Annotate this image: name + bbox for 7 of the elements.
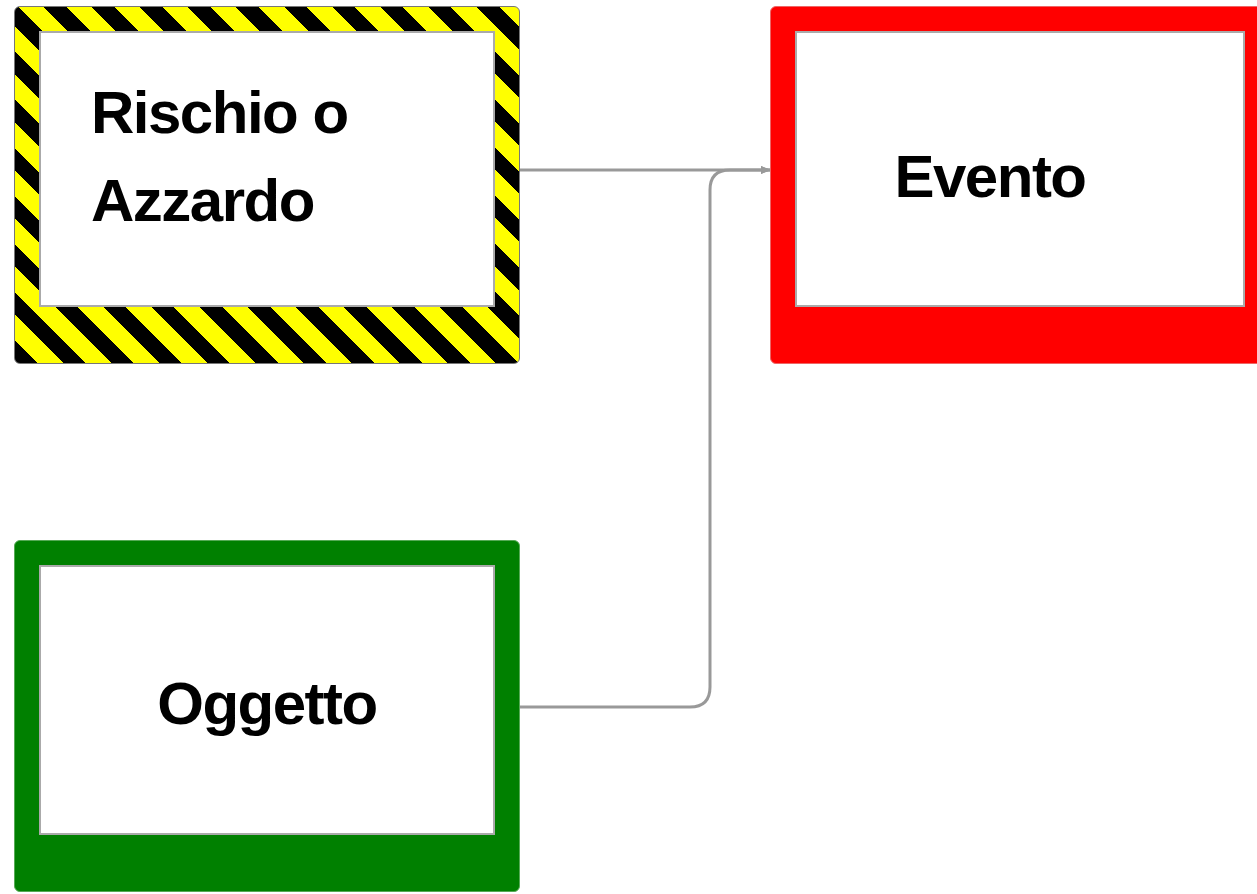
node-label: Evento <box>894 142 1086 212</box>
event-box <box>770 6 1257 364</box>
connector-arrow <box>520 166 771 709</box>
node-label: Oggetto <box>157 669 377 739</box>
node-label: Rischio o Azzardo <box>91 78 349 236</box>
object-box <box>14 540 520 892</box>
hazard-box <box>14 6 520 364</box>
